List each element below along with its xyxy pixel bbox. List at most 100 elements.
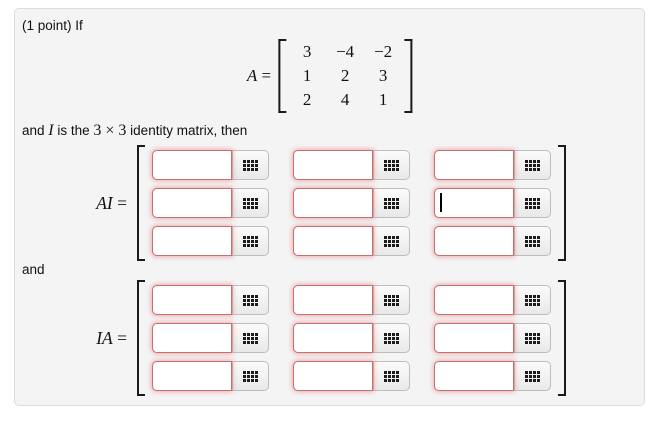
ai-vars: AI [96, 192, 113, 213]
keypad-grid-icon [384, 159, 399, 171]
ia-cell-r3c1 [152, 361, 269, 391]
ia-input-r2c1[interactable] [152, 323, 232, 353]
ia-keypad-button-r3c3[interactable] [514, 361, 551, 391]
ai-keypad-button-r2c1[interactable] [232, 188, 269, 218]
problem-panel: (1 point) If A = 3 −4 −2 1 2 3 2 4 1 and… [14, 8, 645, 406]
matrix-a-cell: 4 [340, 90, 350, 109]
ia-lhs: IA = [65, 328, 127, 349]
ai-keypad-button-r3c3[interactable] [514, 226, 551, 256]
keypad-grid-icon [384, 197, 399, 209]
matrix-a-cell: 1 [302, 66, 312, 85]
ia-keypad-button-r1c2[interactable] [373, 285, 410, 315]
left-bracket [278, 39, 287, 113]
ia-keypad-button-r2c3[interactable] [514, 323, 551, 353]
ai-keypad-button-r3c2[interactable] [373, 226, 410, 256]
ia-keypad-button-r1c1[interactable] [232, 285, 269, 315]
matrix-a-grid: 3 −4 −2 1 2 3 2 4 1 [286, 40, 404, 112]
ia-cell-r2c1 [152, 323, 269, 353]
ai-cell-r2c1 [152, 188, 269, 218]
ai-answer-grid [145, 150, 558, 256]
ia-keypad-button-r1c3[interactable] [514, 285, 551, 315]
keypad-grid-icon [525, 332, 540, 344]
ai-cell-r1c2 [293, 150, 410, 180]
keypad-grid-icon [243, 197, 258, 209]
ai-keypad-button-r3c1[interactable] [232, 226, 269, 256]
and-label: and [22, 262, 45, 277]
keypad-grid-icon [384, 235, 399, 247]
keypad-grid-icon [243, 159, 258, 171]
ai-input-r1c3[interactable] [434, 150, 514, 180]
ia-keypad-button-r2c2[interactable] [373, 323, 410, 353]
ai-input-r3c1[interactable] [152, 226, 232, 256]
keypad-grid-icon [243, 235, 258, 247]
ai-cell-r3c2 [293, 226, 410, 256]
right-bracket [404, 39, 413, 113]
sentence-part3: identity matrix, then [126, 123, 248, 138]
ia-input-r1c3[interactable] [434, 285, 514, 315]
matrix-a-cell: 2 [302, 90, 312, 109]
ai-keypad-button-r2c3[interactable] [514, 188, 551, 218]
ia-equals: = [117, 327, 127, 348]
dims-text: 3 × 3 [93, 122, 127, 139]
ai-cell-r1c1 [152, 150, 269, 180]
ia-cell-r1c3 [434, 285, 551, 315]
ia-input-r1c2[interactable] [293, 285, 373, 315]
ia-input-r3c1[interactable] [152, 361, 232, 391]
ai-cell-r2c3 [434, 188, 551, 218]
keypad-grid-icon [525, 159, 540, 171]
keypad-grid-icon [525, 294, 540, 306]
ia-input-r3c3[interactable] [434, 361, 514, 391]
matrix-a-lhs: A = [247, 66, 271, 86]
ia-input-r2c3[interactable] [434, 323, 514, 353]
ia-input-r3c2[interactable] [293, 361, 373, 391]
keypad-grid-icon [243, 332, 258, 344]
keypad-grid-icon [243, 294, 258, 306]
right-bracket [558, 145, 566, 261]
matrix-a-cell: 3 [302, 42, 312, 61]
ai-keypad-button-r2c2[interactable] [373, 188, 410, 218]
keypad-grid-icon [243, 370, 258, 382]
ia-keypad-button-r3c1[interactable] [232, 361, 269, 391]
matrix-a-display: A = 3 −4 −2 1 2 3 2 4 1 [247, 39, 413, 113]
ia-keypad-button-r3c2[interactable] [373, 361, 410, 391]
keypad-grid-icon [384, 294, 399, 306]
ai-keypad-button-r1c1[interactable] [232, 150, 269, 180]
ai-input-r1c1[interactable] [152, 150, 232, 180]
ia-input-r2c2[interactable] [293, 323, 373, 353]
matrix-a-cell: 1 [378, 90, 388, 109]
keypad-grid-icon [525, 370, 540, 382]
text-cursor [440, 193, 442, 212]
ai-input-r2c2[interactable] [293, 188, 373, 218]
ai-keypad-button-r1c3[interactable] [514, 150, 551, 180]
left-bracket [137, 280, 145, 396]
ai-input-r3c3[interactable] [434, 226, 514, 256]
ai-keypad-button-r1c2[interactable] [373, 150, 410, 180]
ai-cell-r3c3 [434, 226, 551, 256]
right-bracket [558, 280, 566, 396]
sentence-part1: and [22, 123, 49, 138]
ia-keypad-button-r2c1[interactable] [232, 323, 269, 353]
ai-cell-r1c3 [434, 150, 551, 180]
ai-lhs: AI = [65, 193, 127, 214]
ia-vars: IA [96, 327, 113, 348]
ai-cell-r2c2 [293, 188, 410, 218]
ai-input-r1c2[interactable] [293, 150, 373, 180]
ia-cell-r2c2 [293, 323, 410, 353]
matrix-a-var: A [246, 66, 258, 85]
ai-equals: = [117, 192, 127, 213]
keypad-grid-icon [525, 235, 540, 247]
ai-input-r2c1[interactable] [152, 188, 232, 218]
ia-cell-r3c2 [293, 361, 410, 391]
keypad-grid-icon [384, 332, 399, 344]
ia-answer-grid [145, 285, 558, 391]
ai-input-r3c2[interactable] [293, 226, 373, 256]
points-label: (1 point) If [22, 18, 83, 33]
keypad-grid-icon [525, 197, 540, 209]
sentence-part2: is the [53, 123, 94, 138]
ai-input-r2c3-focused[interactable] [434, 188, 514, 218]
ia-cell-r1c1 [152, 285, 269, 315]
matrix-a-cell: −2 [374, 42, 393, 61]
matrix-a-cell: −4 [336, 42, 355, 61]
ia-input-r1c1[interactable] [152, 285, 232, 315]
identity-sentence: and I is the 3 × 3 identity matrix, then [22, 122, 247, 140]
